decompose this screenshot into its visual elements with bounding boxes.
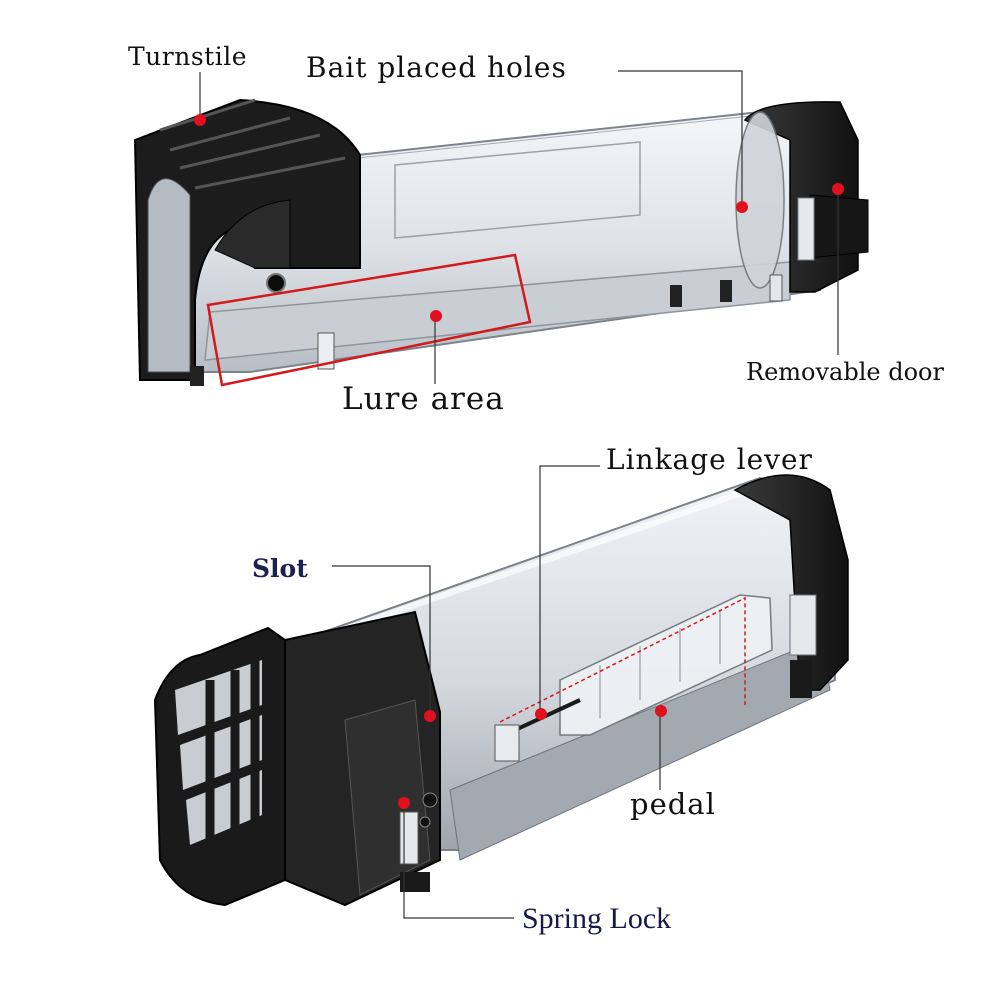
top-trap <box>133 98 869 387</box>
removable-door-marker <box>832 183 844 195</box>
top-trap-window <box>394 141 641 239</box>
lure-area-marker <box>430 310 442 322</box>
pedal-marker <box>655 705 667 717</box>
slot-marker <box>424 710 436 722</box>
leader-lines <box>199 70 839 919</box>
slot-leader <box>332 565 431 715</box>
removable-door-block <box>809 194 869 259</box>
linkage-lever-leader <box>539 465 600 714</box>
bottom-trap <box>153 474 849 907</box>
spring-lock-label: Spring Lock <box>522 902 672 935</box>
slot-label: Slot <box>252 554 308 583</box>
spring-lock-body <box>399 811 419 865</box>
bait-holes-marker <box>736 201 748 213</box>
turnstile-marker <box>194 114 206 126</box>
turnstile-label: Turnstile <box>128 42 247 71</box>
linkage-lever-label: Linkage lever <box>606 443 813 476</box>
lure-area-box <box>206 253 532 387</box>
bottom-trap-end-cap <box>733 474 849 691</box>
bait-placed-holes-label: Bait placed holes <box>306 51 567 84</box>
spring-lock-marker <box>398 797 410 809</box>
bait-holes-leader <box>618 70 743 207</box>
top-trap-floor <box>204 261 791 361</box>
spring-lock-leader <box>403 805 514 919</box>
linkage-lever-marker <box>535 708 547 720</box>
pedal-label: pedal <box>630 787 716 821</box>
turnstile-pivot <box>266 273 286 293</box>
removable-door-label: Removable door <box>746 358 944 386</box>
lure-area-label: Lure area <box>342 381 505 417</box>
markers <box>194 114 844 809</box>
